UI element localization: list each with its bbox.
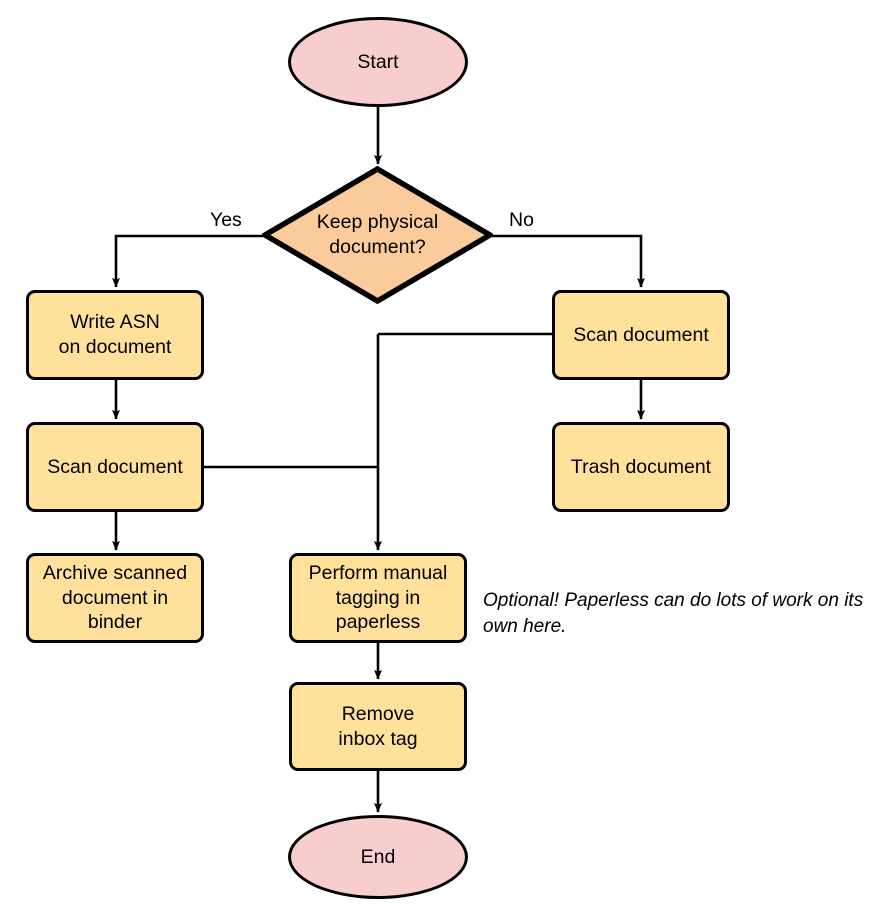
- edge-label-no: No: [509, 209, 534, 231]
- node-archive-scanned-document-in-binder-label: Archive scanned document in binder: [43, 561, 187, 635]
- node-keep-physical-document-label-line2: document?: [329, 236, 426, 258]
- node-scan-document-right[interactable]: Scan document: [552, 290, 730, 380]
- node-manual-tagging-label-line1: Perform manual: [308, 561, 448, 584]
- node-archive-scanned-document-in-binder[interactable]: Archive scanned document in binder: [26, 553, 204, 643]
- node-scan-document-right-label: Scan document: [573, 323, 709, 346]
- annotation-line2: its own here.: [483, 590, 864, 638]
- node-keep-physical-document-label: Keep physical document?: [311, 210, 444, 260]
- node-remove-inbox-tag[interactable]: Remove inbox tag: [289, 682, 467, 771]
- edge-decision-no-to-scan-right: [492, 234, 645, 288]
- node-archive-label-line2: document in: [61, 586, 169, 609]
- node-remove-inbox-tag-label: Remove inbox tag: [338, 702, 417, 752]
- node-manual-tagging-label-line2: tagging in: [335, 586, 421, 609]
- node-start[interactable]: Start: [288, 17, 468, 107]
- node-manual-tagging-label-line3: paperless: [335, 611, 421, 634]
- node-write-asn-on-document[interactable]: Write ASN on document: [26, 290, 204, 380]
- annotation-optional-note: Optional! Paperless can do lots of work …: [483, 588, 883, 640]
- node-start-label: Start: [357, 50, 399, 73]
- node-remove-inbox-tag-label-line2: inbox tag: [338, 727, 418, 750]
- node-scan-document-left-label: Scan document: [47, 455, 183, 478]
- node-archive-label-line1: Archive scanned: [42, 561, 188, 584]
- node-trash-document-label: Trash document: [570, 455, 712, 478]
- node-write-asn-on-document-label: Write ASN on document: [59, 310, 172, 360]
- node-write-asn-on-document-label-line2: on document: [58, 336, 172, 358]
- edge-label-yes: Yes: [210, 209, 242, 231]
- decision-diamond-shape: [262, 166, 493, 304]
- node-archive-label-line3: binder: [87, 611, 143, 634]
- edge-decision-yes-to-write-asn: [112, 234, 263, 288]
- node-perform-manual-tagging[interactable]: Perform manual tagging in paperless: [289, 553, 467, 643]
- node-end[interactable]: End: [288, 815, 468, 899]
- node-keep-physical-document-label-line1: Keep physical: [316, 211, 439, 234]
- node-write-asn-on-document-label-line1: Write ASN: [70, 311, 160, 334]
- node-perform-manual-tagging-label: Perform manual tagging in paperless: [309, 561, 448, 635]
- node-trash-document[interactable]: Trash document: [552, 422, 730, 512]
- node-remove-inbox-tag-label-line1: Remove: [341, 702, 415, 725]
- node-end-label: End: [360, 845, 396, 868]
- node-keep-physical-document[interactable]: Keep physical document?: [262, 166, 493, 304]
- node-scan-document-left[interactable]: Scan document: [26, 422, 204, 512]
- annotation-line1: Optional! Paperless can do lots of work …: [483, 590, 839, 611]
